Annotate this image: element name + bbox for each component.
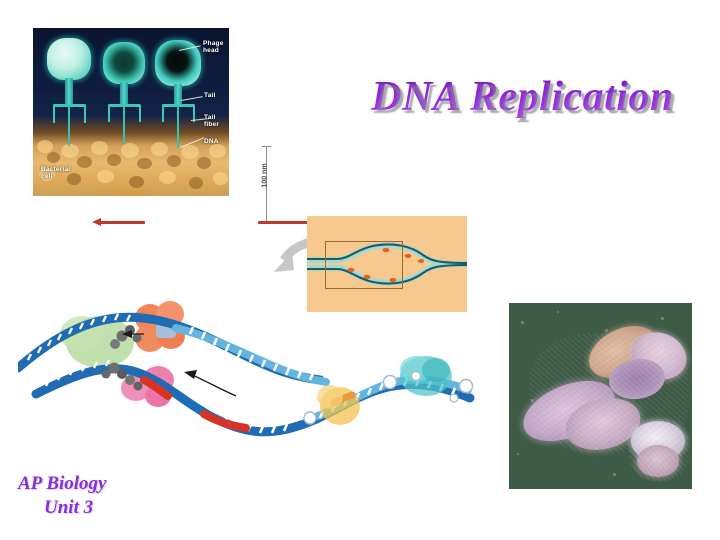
dna-fork-svg bbox=[18, 301, 475, 437]
label-tail: Tail bbox=[204, 92, 216, 99]
label-phage-head-line2: head bbox=[203, 47, 219, 55]
dna-replication-fork-diagram bbox=[18, 276, 488, 461]
label-bacterial-cell: Bacterial cell bbox=[41, 166, 70, 181]
nick-marker bbox=[449, 393, 459, 403]
enzyme-cluster-gray bbox=[101, 362, 143, 391]
nucleotide-rungs bbox=[44, 359, 111, 387]
photo-speck bbox=[517, 453, 519, 455]
label-dna: DNA bbox=[204, 138, 219, 145]
label-tail-fiber: Tail fiber bbox=[204, 114, 220, 129]
photo-speck bbox=[605, 329, 608, 332]
bacterial-grain bbox=[189, 177, 203, 189]
bacterial-grain bbox=[47, 152, 60, 163]
red-arrow-left-head-icon bbox=[92, 218, 101, 226]
leading-strand-new bbox=[172, 324, 330, 386]
bacterial-grain bbox=[67, 173, 81, 185]
red-arrow-left bbox=[99, 221, 145, 224]
label-bacterial-cell-line1: Bacterial bbox=[41, 166, 71, 173]
phage-dna-strand bbox=[177, 106, 179, 148]
red-arrow-right bbox=[258, 221, 310, 224]
replication-bubble-diagram bbox=[307, 216, 467, 312]
phage-tail-fiber bbox=[139, 106, 141, 122]
footer-unit: Unit 3 bbox=[44, 496, 94, 518]
phage-baseplate bbox=[53, 104, 86, 107]
label-phage-head: Phage head bbox=[203, 40, 224, 55]
bacterial-grain bbox=[151, 142, 168, 156]
y-chromosome-lower-lobe bbox=[637, 445, 679, 477]
phage-head-capsid bbox=[47, 38, 91, 80]
bacterial-grain bbox=[77, 156, 92, 168]
scale-bar-label: 100 nm bbox=[261, 163, 269, 188]
bacterial-grain bbox=[197, 157, 211, 169]
nick-marker bbox=[410, 370, 422, 382]
slide-footer: AP Biology Unit 3 bbox=[18, 472, 107, 520]
phage-tail bbox=[120, 82, 128, 106]
nick-marker bbox=[458, 378, 474, 394]
nucleotide-rungs bbox=[188, 326, 315, 381]
photo-speck bbox=[557, 311, 559, 313]
nick-marker bbox=[303, 411, 317, 425]
phage-tail bbox=[65, 78, 73, 106]
bacteriophage-micrograph-figure: Phage head Tail Tail fiber DNA Bacterial… bbox=[33, 28, 281, 224]
bacteriophage-photo: Phage head Tail Tail fiber DNA Bacterial… bbox=[33, 28, 229, 196]
footer-course: AP Biology bbox=[18, 473, 107, 494]
phage-tail-fiber bbox=[108, 106, 110, 122]
phage-dna-strand bbox=[123, 106, 125, 144]
replication-fork-highlight-box bbox=[325, 241, 403, 289]
rna-primer bbox=[200, 410, 250, 432]
phage-tail-fiber bbox=[84, 106, 86, 123]
label-phage-head-line1: Phage bbox=[203, 40, 224, 47]
nick-marker bbox=[382, 374, 398, 390]
phage-baseplate bbox=[162, 104, 195, 107]
photo-speck bbox=[613, 473, 616, 476]
photo-speck bbox=[661, 317, 664, 320]
photo-speck bbox=[531, 399, 534, 402]
fork-direction-arrow-icon bbox=[122, 330, 144, 338]
y-chromosome-texture bbox=[629, 419, 689, 481]
bacterial-grain bbox=[209, 144, 226, 158]
phage-tail-fiber bbox=[193, 106, 195, 122]
bacterial-grain bbox=[107, 154, 121, 166]
phage-baseplate bbox=[108, 104, 141, 107]
bacterial-grain bbox=[91, 141, 108, 155]
bacterial-grain bbox=[159, 171, 176, 184]
replication-bubble-svg bbox=[307, 242, 467, 286]
bacterial-grain bbox=[167, 155, 181, 167]
label-bacterial-cell-line2: cell bbox=[41, 173, 53, 181]
bacterial-grain bbox=[97, 170, 114, 183]
bacterial-grain bbox=[39, 168, 55, 181]
leader-line-tail bbox=[180, 96, 203, 101]
rna-primer bbox=[140, 376, 172, 400]
scale-bar-line bbox=[262, 146, 271, 224]
photo-speck bbox=[521, 321, 524, 324]
phage-tail-fiber bbox=[53, 106, 55, 123]
bacterial-grain bbox=[61, 144, 79, 158]
phage-tail-fiber bbox=[162, 106, 164, 122]
bacterial-grain bbox=[137, 158, 152, 169]
page-title: DNA Replication bbox=[350, 76, 695, 118]
phage-head-capsid bbox=[103, 42, 145, 84]
bacterial-grain bbox=[213, 172, 228, 185]
phage-tail bbox=[174, 84, 182, 106]
black-pointer-arrow-icon bbox=[184, 370, 237, 397]
nucleotide-rungs bbox=[26, 313, 132, 361]
bacterial-grain bbox=[181, 145, 199, 159]
bacterial-grain bbox=[129, 176, 144, 188]
scale-bar: 100 nm bbox=[255, 146, 277, 224]
page-title-shadow: DNA Replication bbox=[353, 79, 698, 121]
phage-dna-strand bbox=[68, 106, 70, 146]
bacterial-grain bbox=[37, 140, 53, 153]
chromosome-sem-photo bbox=[509, 303, 692, 489]
bacterial-grain bbox=[121, 143, 139, 158]
